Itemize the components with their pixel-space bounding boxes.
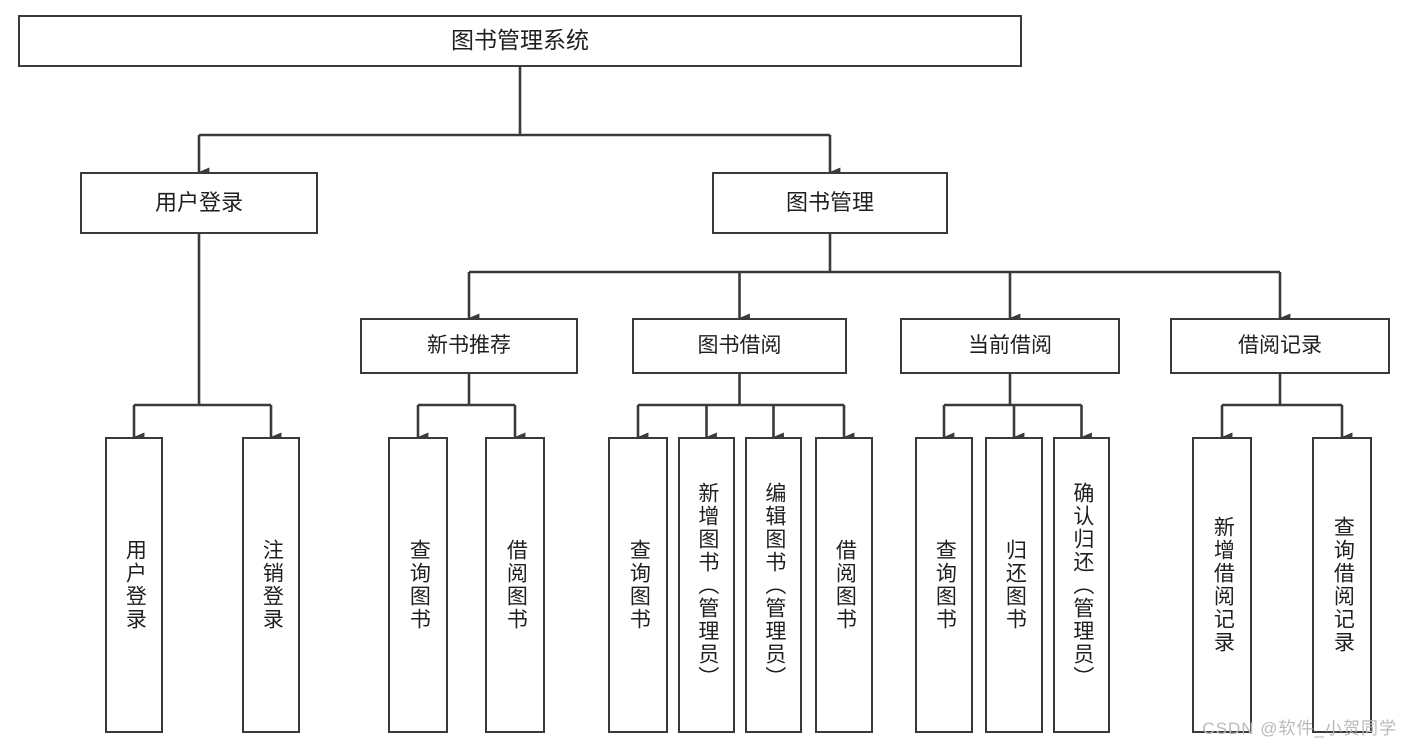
node-leaf-query-book-rec[interactable]: 查询图书 [388, 437, 448, 733]
node-leaf-add-record[interactable]: 新增借阅记录 [1192, 437, 1252, 733]
node-leaf-add-record-label: 新增借阅记录 [1211, 516, 1235, 654]
node-leaf-query-book-borrow-label: 查询图书 [627, 539, 651, 631]
node-leaf-logout-label: 注销登录 [260, 539, 284, 631]
node-leaf-query-record[interactable]: 查询借阅记录 [1312, 437, 1372, 733]
node-leaf-query-book-borrow[interactable]: 查询图书 [608, 437, 668, 733]
node-current-borrow[interactable]: 当前借阅 [900, 318, 1120, 374]
node-leaf-edit-book[interactable]: 编辑图书（管理员） [745, 437, 802, 733]
node-leaf-return-book-label: 归还图书 [1003, 539, 1027, 631]
node-leaf-query-book-cur-label: 查询图书 [933, 539, 957, 631]
node-leaf-borrow-book-rec-label: 借阅图书 [504, 539, 528, 631]
node-user-login-label: 用户登录 [154, 190, 243, 216]
node-borrow-record-label: 借阅记录 [1238, 333, 1322, 357]
node-leaf-query-book-rec-label: 查询图书 [407, 539, 431, 631]
node-new-book-recommend-label: 新书推荐 [427, 333, 511, 357]
node-book-borrow[interactable]: 图书借阅 [632, 318, 847, 374]
node-leaf-user-login-label: 用户登录 [123, 539, 147, 631]
node-root[interactable]: 图书管理系统 [18, 15, 1022, 67]
node-leaf-borrow-book-label: 借阅图书 [833, 539, 857, 631]
node-user-login[interactable]: 用户登录 [80, 172, 318, 234]
node-leaf-add-book-label: 新增图书（管理员） [695, 481, 719, 689]
node-leaf-add-book[interactable]: 新增图书（管理员） [678, 437, 735, 733]
node-leaf-borrow-book-rec[interactable]: 借阅图书 [485, 437, 545, 733]
node-book-borrow-label: 图书借阅 [697, 333, 782, 357]
node-leaf-return-book[interactable]: 归还图书 [985, 437, 1043, 733]
node-root-label: 图书管理系统 [451, 27, 589, 54]
node-leaf-confirm-return-label: 确认归还（管理员） [1070, 481, 1094, 689]
node-leaf-logout[interactable]: 注销登录 [242, 437, 300, 733]
node-new-book-recommend[interactable]: 新书推荐 [360, 318, 578, 374]
node-leaf-edit-book-label: 编辑图书（管理员） [762, 481, 786, 689]
node-leaf-query-book-cur[interactable]: 查询图书 [915, 437, 973, 733]
watermark: CSDN @软件_小贺同学 [1202, 719, 1397, 738]
node-current-borrow-label: 当前借阅 [968, 333, 1052, 357]
node-leaf-confirm-return[interactable]: 确认归还（管理员） [1053, 437, 1110, 733]
node-leaf-user-login[interactable]: 用户登录 [105, 437, 163, 733]
node-book-manage-label: 图书管理 [785, 190, 874, 216]
node-leaf-borrow-book[interactable]: 借阅图书 [815, 437, 873, 733]
node-borrow-record[interactable]: 借阅记录 [1170, 318, 1390, 374]
node-book-manage[interactable]: 图书管理 [712, 172, 948, 234]
node-leaf-query-record-label: 查询借阅记录 [1331, 516, 1355, 654]
